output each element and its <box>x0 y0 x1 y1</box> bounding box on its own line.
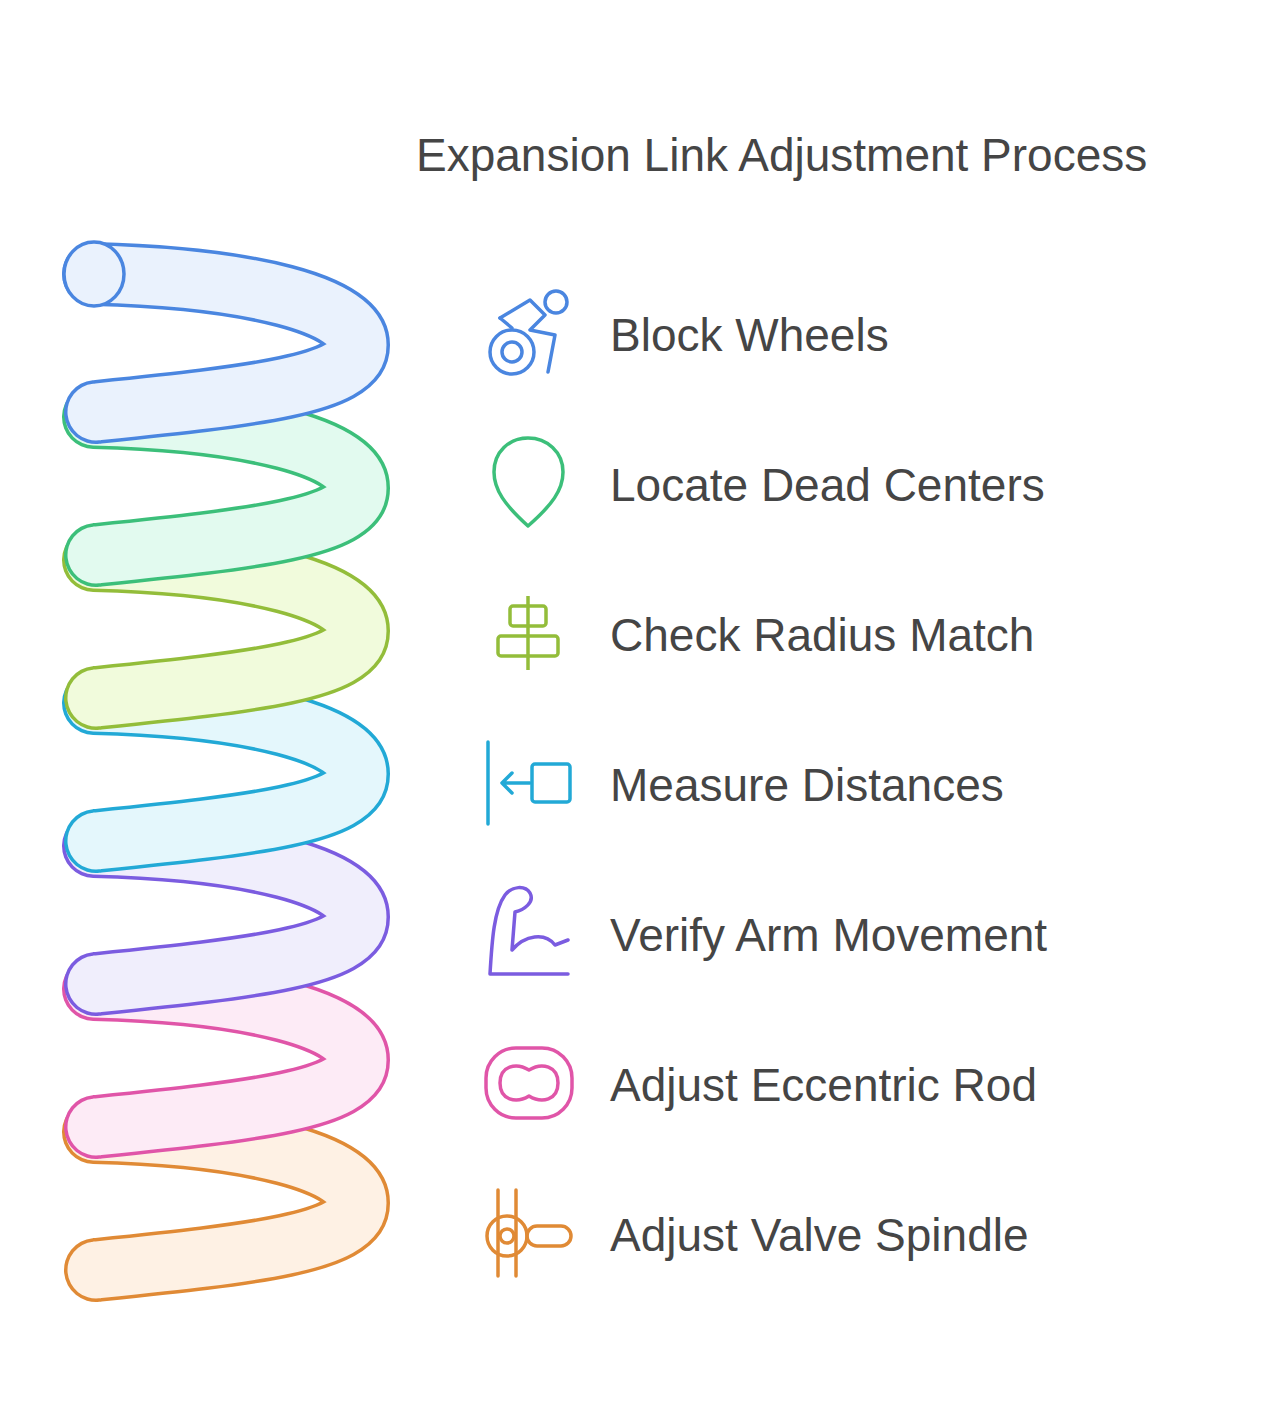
step-label: Block Wheels <box>610 310 889 361</box>
wheel-icon <box>490 291 567 374</box>
coil-outline <box>94 274 358 412</box>
step-label: Adjust Eccentric Rod <box>610 1060 1037 1111</box>
step-label: Check Radius Match <box>610 610 1034 661</box>
arm-icon <box>490 888 568 974</box>
valve-icon <box>487 1190 571 1276</box>
diagram-title: Expansion Link Adjustment Process <box>416 130 1147 181</box>
step-label: Locate Dead Centers <box>610 460 1045 511</box>
coil-band <box>94 274 358 412</box>
step-label: Measure Distances <box>610 760 1004 811</box>
step-label: Adjust Valve Spindle <box>610 1210 1029 1261</box>
align-icon <box>498 596 558 670</box>
measure-icon <box>488 742 570 824</box>
spiral-coil <box>64 242 358 1270</box>
coil-end-cap <box>64 242 124 306</box>
step-label: Verify Arm Movement <box>610 910 1047 961</box>
pin-icon <box>494 438 563 526</box>
rod-icon <box>486 1048 572 1118</box>
